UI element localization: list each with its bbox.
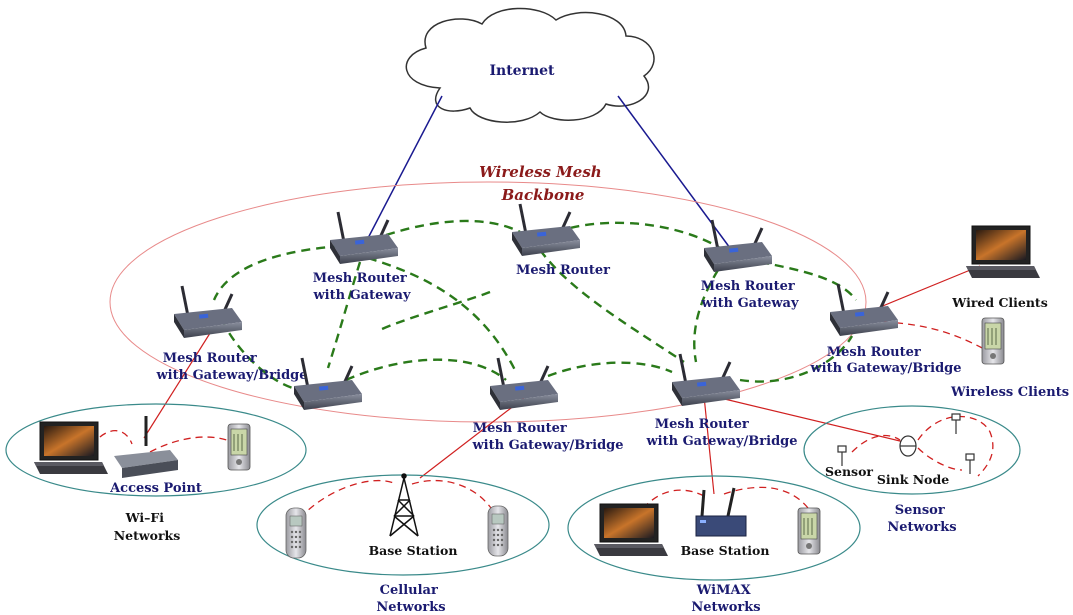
internet-label: Internet — [489, 63, 555, 79]
wimax-base-station-label: Base Station — [681, 543, 770, 558]
router-icon — [510, 202, 582, 258]
cell-phone-icon — [487, 505, 509, 557]
router-label: Mesh Router with Gateway/Bridge — [471, 421, 623, 453]
sensor-icon — [837, 445, 847, 466]
internet-cloud-icon — [405, 7, 655, 123]
router-icon — [172, 284, 244, 340]
router-icon — [488, 356, 560, 412]
access-point-icon — [114, 416, 178, 478]
mesh-router-gateway-3: Mesh Router with Gateway — [700, 218, 799, 311]
pda-icon — [227, 423, 251, 471]
pda-icon — [797, 507, 821, 555]
mesh-router-2: Mesh Router — [510, 202, 610, 278]
router-icon — [702, 218, 774, 274]
wifi-network-ellipse — [5, 403, 307, 497]
laptop-icon — [965, 225, 1041, 279]
wired-clients-label: Wired Clients — [951, 295, 1048, 310]
router-icon — [328, 210, 400, 266]
mesh-links — [212, 219, 857, 392]
access-point-label: Access Point — [109, 481, 202, 496]
wireless-clients-label: Wireless Clients — [950, 385, 1069, 400]
sink-node-label: Sink Node — [877, 472, 949, 487]
sensor-label: Sensor — [825, 464, 873, 479]
sensor-icon — [951, 413, 961, 434]
backbone-title: Wireless Mesh Backbone — [479, 163, 607, 204]
mesh-router-bridge-4: Mesh Router with Gateway/Bridge — [155, 284, 308, 383]
sink-node-icon — [899, 435, 917, 457]
router-label: Mesh Router — [516, 263, 610, 278]
cellular-base-station-label: Base Station — [369, 543, 458, 558]
sensor-network-ellipse — [803, 405, 1021, 495]
router-label: Mesh Router with Gateway — [312, 271, 411, 303]
wimax-base-station-icon — [695, 487, 747, 537]
mesh-router-bridge-7: Mesh Router with Gateway/Bridge — [809, 282, 962, 376]
internet-link — [365, 95, 443, 243]
mesh-router-bridge-5: Mesh Router with Gateway/Bridge — [471, 356, 624, 453]
router-label: Mesh Router with Gateway/Bridge — [645, 417, 797, 449]
laptop-icon — [593, 503, 669, 557]
mesh-backbone-ellipse — [109, 181, 867, 423]
wimax-network-ellipse — [567, 475, 861, 581]
wimax-networks-label: WiMAX Networks — [691, 583, 760, 615]
cell-tower-icon — [389, 473, 419, 537]
cellular-networks-label: Cellular Networks — [376, 583, 445, 615]
router-label: Mesh Router with Gateway/Bridge — [155, 351, 307, 383]
cell-phone-icon — [285, 507, 307, 559]
router-label: Mesh Router with Gateway — [700, 279, 799, 311]
router-label: Mesh Router with Gateway/Bridge — [809, 345, 961, 376]
mesh-router-gateway-1: Mesh Router with Gateway — [312, 210, 411, 303]
mesh-router-bridge-6: Mesh Router with Gateway/Bridge — [645, 352, 798, 449]
laptop-icon — [33, 421, 109, 475]
wifi-networks-label: Wi–Fi Networks — [114, 510, 181, 543]
sensor-networks-label: Sensor Networks — [887, 503, 956, 535]
router-icon — [828, 282, 900, 338]
router-icon — [670, 352, 742, 408]
sensor-icon — [965, 453, 975, 474]
pda-icon — [981, 317, 1005, 365]
